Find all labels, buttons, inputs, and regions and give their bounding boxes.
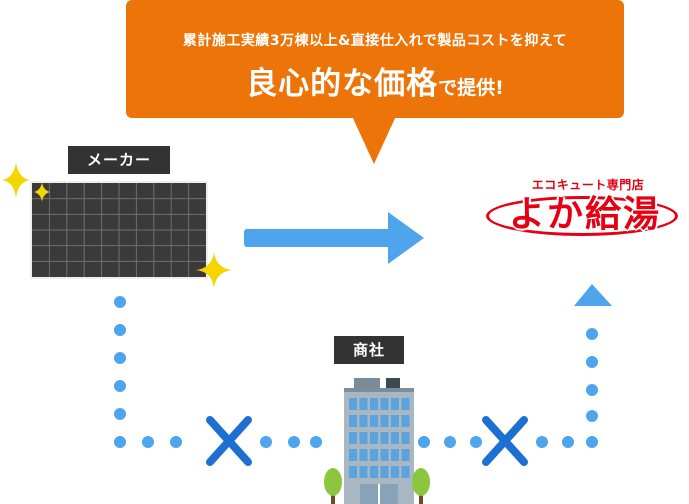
sparkle-icon [196, 252, 232, 288]
cross-mark-icon [482, 416, 528, 466]
arrow-up-icon [574, 284, 612, 306]
sparkle-icon [34, 182, 50, 202]
logo-ring [486, 196, 678, 236]
tree-icon [324, 468, 342, 504]
brand-logo: よか給湯 [486, 190, 682, 240]
trading-company-label: 商社 [334, 336, 404, 364]
building-icon [344, 378, 414, 504]
callout-headline-strong: 良心的な価格 [246, 66, 439, 102]
callout-headline-small: で提供! [438, 77, 504, 99]
maker-label: メーカー [68, 146, 170, 174]
callout-bubble: 累計施工実績3万棟以上&直接仕入れで製品コストを抑えて 良心的な価格で提供! [126, 0, 624, 118]
sparkle-icon [2, 162, 30, 198]
callout-headline: 良心的な価格で提供! [126, 58, 624, 103]
cross-mark-icon [206, 416, 252, 466]
dotted-path [114, 296, 598, 448]
callout-tail [352, 116, 396, 164]
arrow-right-icon [244, 212, 424, 264]
brand-name: よか給湯 [508, 194, 661, 235]
callout-subtext: 累計施工実績3万棟以上&直接仕入れで製品コストを抑えて [182, 33, 568, 49]
tree-icon [412, 468, 430, 504]
solar-panel-icon [30, 181, 208, 279]
brand-subtitle: エコキュート専門店 [531, 178, 645, 192]
